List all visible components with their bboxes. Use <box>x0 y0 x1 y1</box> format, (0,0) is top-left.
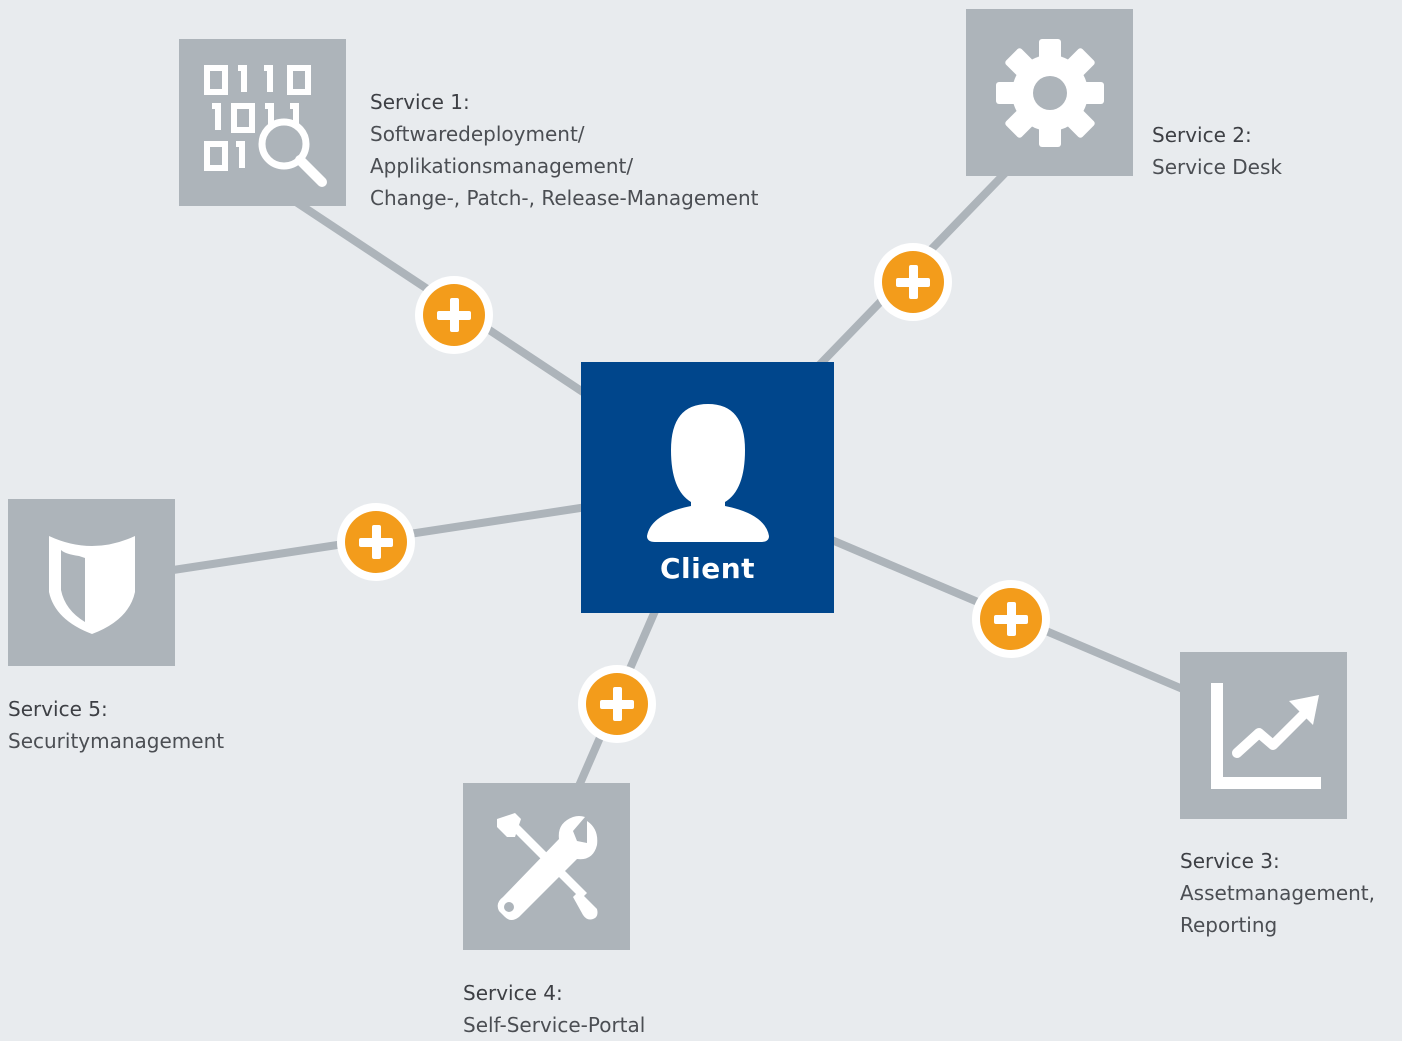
tools-icon <box>496 812 597 920</box>
service-5-label: Service 5: Securitymanagement <box>8 693 224 757</box>
service-5-title: Service 5: <box>8 697 108 721</box>
service-1-label: Service 1: Softwaredeployment/ Applikati… <box>370 86 758 214</box>
service-2-line-1: Service Desk <box>1152 155 1282 179</box>
service-2-title: Service 2: <box>1152 123 1252 147</box>
service-3-line-2: Reporting <box>1180 913 1278 937</box>
service-2-label: Service 2: Service Desk <box>1152 119 1282 183</box>
add-service-2-button[interactable] <box>874 243 952 321</box>
user-icon <box>646 404 769 542</box>
trend-chart-icon <box>1210 682 1321 789</box>
service-1-line-3: Change-, Patch-, Release-Management <box>370 186 759 210</box>
service-4-title: Service 4: <box>463 981 563 1005</box>
client-label: Client <box>659 552 756 585</box>
add-service-1-button[interactable] <box>415 276 493 354</box>
service-1-line-1: Softwaredeployment/ <box>370 122 585 146</box>
plus-icon <box>882 251 944 313</box>
plus-icon <box>423 284 485 346</box>
client-box[interactable]: Client <box>581 362 834 613</box>
service-5-box[interactable] <box>8 499 175 666</box>
service-4-box[interactable] <box>463 783 630 950</box>
service-3-line-1: Assetmanagement, <box>1180 881 1375 905</box>
service-2-box[interactable] <box>966 9 1133 176</box>
service-3-box[interactable] <box>1180 652 1347 819</box>
service-4-label: Service 4: Self-Service-Portal <box>463 977 645 1041</box>
service-3-title: Service 3: <box>1180 849 1280 873</box>
service-4-line-1: Self-Service-Portal <box>463 1013 646 1037</box>
add-service-5-button[interactable] <box>337 503 415 581</box>
service-1-line-2: Applikationsmanagement/ <box>370 154 634 178</box>
add-service-3-button[interactable] <box>972 580 1050 658</box>
plus-icon <box>345 511 407 573</box>
service-3-label: Service 3: Assetmanagement, Reporting <box>1180 845 1375 941</box>
gear-icon <box>995 38 1104 147</box>
service-1-title: Service 1: <box>370 90 470 114</box>
binary-search-icon <box>203 64 327 187</box>
plus-icon <box>586 673 648 735</box>
service-1-box[interactable] <box>179 39 346 206</box>
shield-icon <box>48 535 135 634</box>
plus-icon <box>980 588 1042 650</box>
add-service-4-button[interactable] <box>578 665 656 743</box>
service-5-line-1: Securitymanagement <box>8 729 225 753</box>
